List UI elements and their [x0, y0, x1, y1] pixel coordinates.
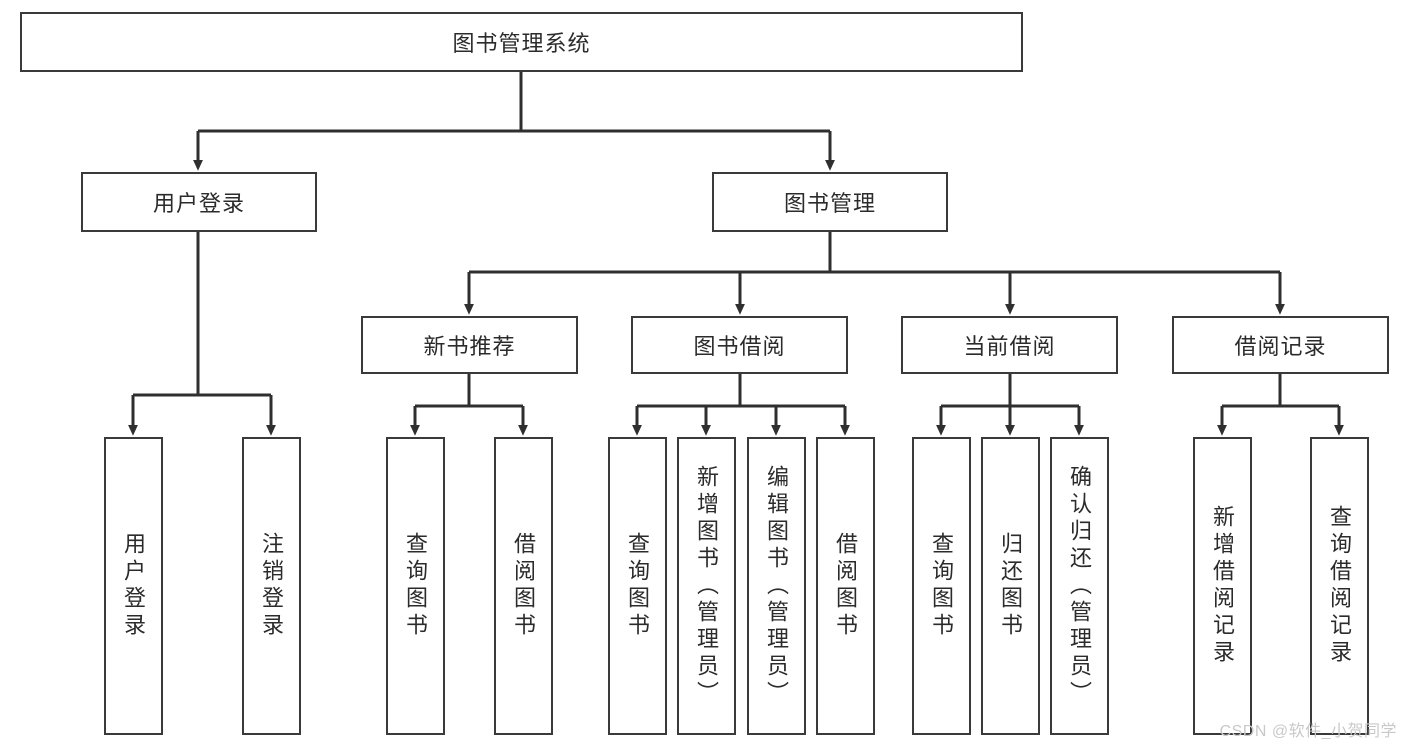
- leaf-user-login[interactable]: 用户登录: [104, 437, 163, 735]
- leaf-add-book-admin[interactable]: 新增图书（管理员）: [677, 437, 736, 735]
- leaf-query-book-borrow[interactable]: 查询图书: [608, 437, 667, 735]
- leaf-confirm-return-admin[interactable]: 确认归还（管理员）: [1050, 437, 1109, 735]
- node-book-borrow[interactable]: 图书借阅: [631, 316, 848, 374]
- leaf-edit-book-admin[interactable]: 编辑图书（管理员）: [747, 437, 806, 735]
- leaf-query-book-recommend[interactable]: 查询图书: [386, 437, 445, 735]
- leaf-add-borrow-record[interactable]: 新增借阅记录: [1193, 437, 1252, 735]
- node-new-book-recommend[interactable]: 新书推荐: [361, 316, 578, 374]
- node-book-manage[interactable]: 图书管理: [712, 172, 948, 232]
- leaf-return-book[interactable]: 归还图书: [981, 437, 1040, 735]
- leaf-borrow-book-recommend[interactable]: 借阅图书: [494, 437, 553, 735]
- node-current-borrow[interactable]: 当前借阅: [901, 316, 1118, 374]
- watermark-text: CSDN @软件_小贺同学: [1219, 723, 1397, 740]
- leaf-query-borrow-record[interactable]: 查询借阅记录: [1310, 437, 1369, 735]
- leaf-logout-login[interactable]: 注销登录: [242, 437, 301, 735]
- node-user-login[interactable]: 用户登录: [81, 172, 317, 232]
- leaf-borrow-book[interactable]: 借阅图书: [816, 437, 875, 735]
- node-borrow-record[interactable]: 借阅记录: [1172, 316, 1389, 374]
- node-root-system[interactable]: 图书管理系统: [20, 12, 1023, 72]
- leaf-query-book-current[interactable]: 查询图书: [912, 437, 971, 735]
